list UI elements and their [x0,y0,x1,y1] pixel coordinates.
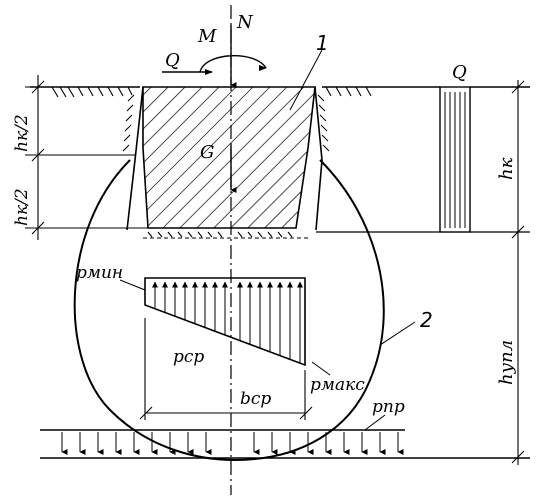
soil-pressure-arrows [152,281,303,363]
left-dimension [25,75,150,240]
compacted-zone-boundary [73,159,385,462]
callout-1-leader [289,49,323,111]
p-pr-label: pпр [372,397,405,417]
p-min-leader [119,279,146,291]
p-avg-label: pср [173,347,204,367]
bottom-pressure-arrows [61,432,404,455]
moment-arc [199,55,267,73]
lateral-pressure-diagram [439,86,471,233]
base-layer [143,231,308,239]
pit-wall-hatch [122,94,330,152]
b-avg-label: bср [240,389,271,409]
p-min-label: pмин [76,263,123,283]
p-max-leader [311,361,331,376]
p-pr-leader [364,414,386,431]
soil-hatch [51,86,372,98]
right-dimension [511,80,525,465]
p-max-label: pмакс [310,375,365,395]
compacted-height-label: hупл [496,340,517,385]
soil-pressure-diagram [144,277,306,367]
b-avg-dimension [139,318,313,420]
moment-label: M [197,26,217,47]
callout-1-label: 1 [316,31,329,55]
callout-2-leader [379,321,416,346]
half-depth-top-label: hк/2 [12,114,32,152]
pit-walls [126,86,323,231]
weight-label: G [200,142,214,163]
depth-label: hк [496,157,517,180]
foundation-body [142,86,316,229]
normal-force-label: N [236,12,254,33]
half-depth-bottom-label: hк/2 [12,188,32,226]
shear-right-label: Q [452,62,467,83]
callout-2-label: 2 [420,308,433,332]
shear-left-label: Q [165,50,180,71]
